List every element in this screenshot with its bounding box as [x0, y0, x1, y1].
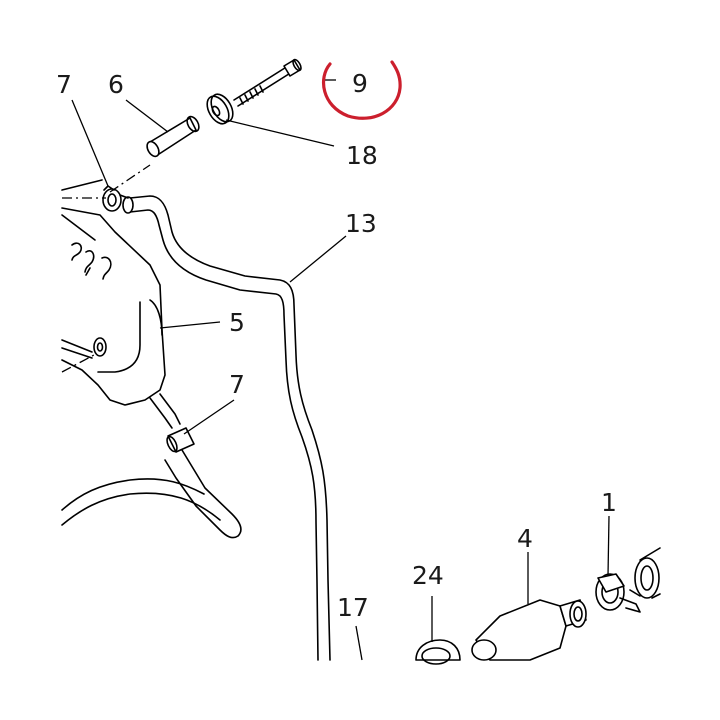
- part-1-clamp: [595, 573, 641, 613]
- label-part-7-lower: 7: [229, 370, 245, 399]
- lower-hose: [61, 449, 242, 539]
- highlight-circle: [321, 60, 402, 120]
- label-part-24: 24: [412, 561, 444, 590]
- label-part-5: 5: [229, 308, 245, 337]
- label-part-6: 6: [108, 70, 124, 99]
- leader-lines: [71, 79, 610, 661]
- clamp-7-lower: [166, 427, 195, 453]
- center-axis-line: [61, 164, 151, 373]
- label-part-9: 9: [352, 69, 368, 98]
- part-labels: 7 6 9 18 13 5 7 1 4 24 17: [56, 69, 617, 622]
- part-4-pump: [471, 599, 587, 661]
- label-part-18: 18: [346, 141, 378, 170]
- label-part-7-upper: 7: [56, 70, 72, 99]
- mounting-bracket: [61, 179, 181, 429]
- clamp-7-upper: [102, 185, 129, 212]
- spacer-6: [146, 115, 200, 158]
- label-part-1: 1: [601, 488, 617, 517]
- label-part-13: 13: [345, 209, 377, 238]
- hose-13: [122, 195, 331, 661]
- label-part-17: 17: [337, 593, 369, 622]
- bolt-9: [233, 58, 302, 107]
- label-part-4: 4: [517, 524, 533, 553]
- part-24-grommet: [415, 639, 461, 665]
- outlet-pipe: [629, 547, 661, 599]
